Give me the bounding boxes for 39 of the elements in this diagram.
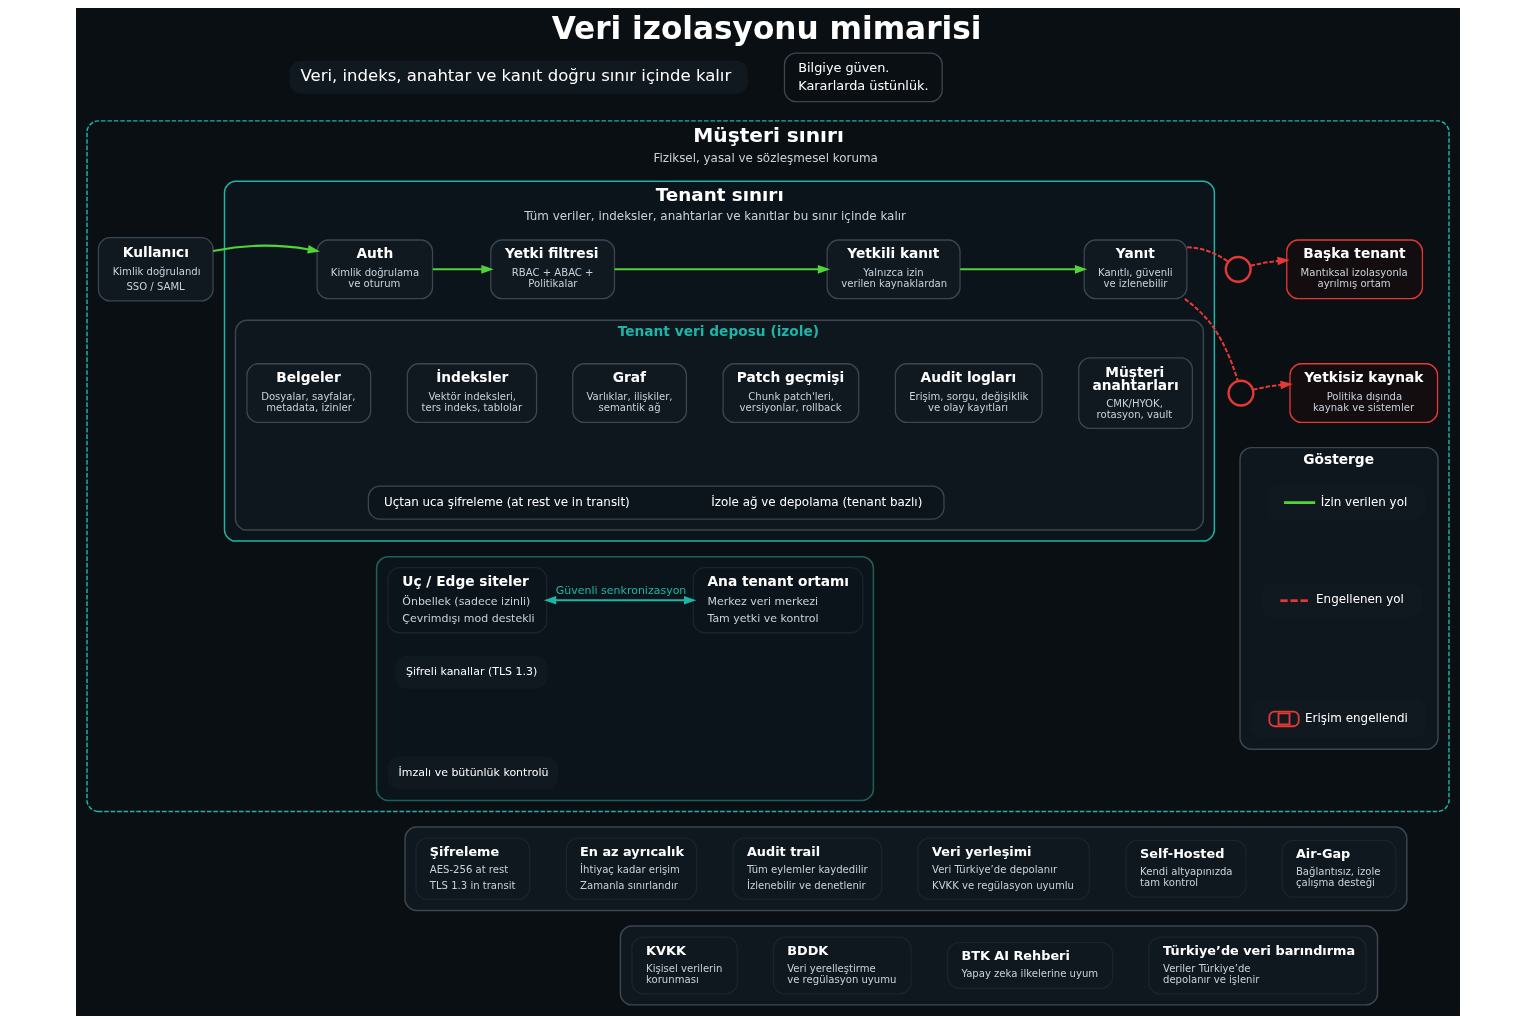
label: Veri, indeks, anahtar ve kanıt doğru sınır içinde kalır: [300, 66, 732, 86]
node-box: Belgeler Dosyalar, sayfalar, metadata, izinler: [246, 363, 372, 424]
arrow: [960, 265, 1088, 274]
legend-label: İzin verilen yol: [1320, 494, 1408, 509]
node-box: Yetki filtresi RBAC + ABAC + Politikalar: [490, 239, 616, 300]
node-box: Başka tenant Mantıksal izolasyonla ayrılmış ortam: [1286, 239, 1424, 300]
legend-label: Engellenen yol: [1316, 592, 1404, 607]
cluster: [375, 555, 875, 802]
node-circle: [1224, 255, 1252, 283]
node-box: Uçtan uca şifreleme (at rest ve in transit) İzole ağ ve depolama (tenant bazlı): [367, 485, 945, 520]
arrow: [543, 595, 697, 605]
node-box: Graf Varlıklar, ilişkiler, semantik ağ: [572, 363, 688, 424]
node-box: Müşteri anahtarları CMK/HYOK, rotasyon, vault: [1078, 357, 1193, 429]
connector: [1187, 246, 1229, 263]
arrow: [1252, 380, 1293, 391]
cluster: [404, 826, 1408, 912]
node-box: Uç / Edge siteler Önbellek (sadece izinli) Çevrimdışı mod destekli: [387, 567, 548, 634]
arrow: [614, 265, 831, 274]
node-box: Kullanıcı Kimlik doğrulandı SSO / SAML: [97, 237, 214, 302]
arrow: [432, 265, 494, 274]
node-circle: [1227, 379, 1255, 407]
node-box: Yanıt Kanıtlı, güvenli ve izlenebilir: [1083, 239, 1188, 300]
node-box: Ana tenant ortamı Merkez veri merkezi Tam yetki ve kontrol: [692, 567, 864, 634]
cluster: [619, 925, 1379, 1006]
arrow: [1250, 256, 1290, 267]
node-box: Patch geçmişi Chunk patch'leri, versiyonlar, rollback: [722, 363, 860, 424]
node-box: İndeksler Vektör indeksleri, ters indeks, tablolar: [406, 363, 538, 424]
node-box: Yetkisiz kaynak Politika dışında kaynak ve sistemler: [1289, 363, 1439, 424]
diagram-title: Veri izolasyonu mimarisi: [551, 10, 982, 47]
edge-label: Güvenli senkronizasyon: [555, 584, 687, 598]
node-box: Auth Kimlik doğrulama ve oturum: [316, 239, 434, 300]
node-box: Bilgiye güven. Kararlarda üstünlük.: [783, 52, 943, 103]
label: İmzalı ve bütünlük kontrolü: [398, 765, 549, 779]
node-box: Audit logları Erişim, sorgu, değişiklik ve olay kayıtları: [894, 363, 1043, 424]
legend-label: Erişim engellendi: [1305, 711, 1408, 726]
arrow: [212, 244, 320, 254]
label: Şifreli kanallar (TLS 1.3): [405, 665, 538, 679]
node-box: Yetkili kanıt Yalnızca izin verilen kaynaklardan: [826, 239, 961, 300]
connector: [1184, 298, 1239, 382]
